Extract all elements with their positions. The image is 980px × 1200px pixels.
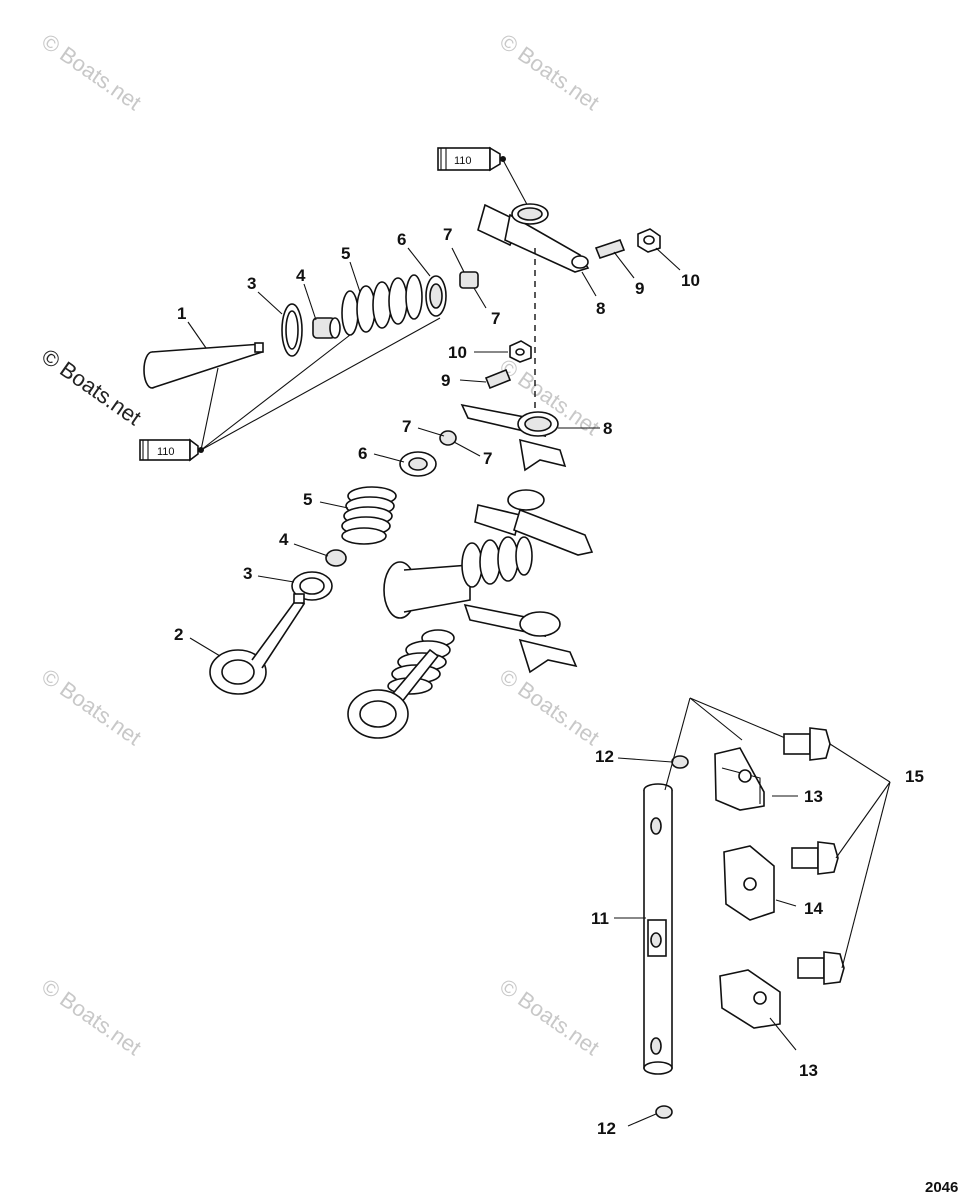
bolt-15-b <box>791 841 839 875</box>
assembled-rocker-lower <box>463 603 578 674</box>
callout-8: 8 <box>596 299 605 318</box>
watermark: © Boats.net <box>495 974 604 1061</box>
callout-8: 8 <box>603 419 612 438</box>
seal-4-middle <box>325 549 347 567</box>
sealant-leader-lines <box>200 159 531 451</box>
figure-number: 2046 <box>925 1179 958 1196</box>
callout-7: 7 <box>483 449 492 468</box>
watermark: © Boats.net <box>495 29 604 116</box>
callout-9: 9 <box>635 279 644 298</box>
callout-7: 7 <box>443 225 452 244</box>
callout-4: 4 <box>279 530 289 549</box>
clip-13-lower <box>719 969 781 1029</box>
bracket-14 <box>723 845 775 921</box>
callout-labels: 1 3 4 5 6 7 7 8 9 10 10 9 8 7 7 6 5 4 3 … <box>174 225 924 1138</box>
callout-4: 4 <box>296 266 306 285</box>
assembled-valve-spring-lower <box>347 629 455 739</box>
nut-10-middle <box>509 340 532 363</box>
callout-leaders <box>187 247 891 1127</box>
callout-10: 10 <box>681 271 700 290</box>
callout-1: 1 <box>177 304 186 323</box>
callout-12: 12 <box>595 747 614 766</box>
watermark: © Boats.net <box>37 664 146 751</box>
rocker-arm-8-middle <box>460 403 567 472</box>
clip-13-upper <box>714 747 765 811</box>
plug-12-top <box>671 755 689 769</box>
watermark: © Boats.net <box>495 664 604 751</box>
callout-7: 7 <box>402 417 411 436</box>
callout-3: 3 <box>247 274 256 293</box>
assembled-rocker-upper <box>474 489 594 556</box>
callout-2: 2 <box>174 625 183 644</box>
bolt-15-a <box>783 727 831 761</box>
bolt-15-c <box>797 951 845 985</box>
watermark: © Boats.net <box>37 344 146 431</box>
callout-7: 7 <box>491 309 500 328</box>
valve-2 <box>209 593 306 695</box>
retainer-6-upper <box>425 275 447 317</box>
callout-6: 6 <box>397 230 406 249</box>
nut-10-upper <box>637 228 661 253</box>
keeper-7-middle <box>439 430 457 446</box>
callout-5: 5 <box>303 490 312 509</box>
callout-10: 10 <box>448 343 467 362</box>
retainer-6-middle <box>399 451 437 477</box>
callout-14: 14 <box>804 899 823 918</box>
callout-13: 13 <box>804 787 823 806</box>
washer-3-middle <box>291 571 333 601</box>
keeper-7-upper <box>459 271 479 289</box>
valve-1 <box>143 342 264 389</box>
plug-12-bottom <box>655 1105 673 1119</box>
watermark: © Boats.net <box>37 974 146 1061</box>
sealant-tube-top: 110 <box>437 146 506 172</box>
assembled-valve-spring-upper <box>383 536 533 619</box>
shaft-leader-lines <box>664 697 791 791</box>
adjust-screw-9-middle <box>484 368 512 390</box>
sealant-tube-left: 110 <box>139 438 204 462</box>
callout-3: 3 <box>243 564 252 583</box>
callout-6: 6 <box>358 444 367 463</box>
washer-3-upper <box>281 303 303 357</box>
callout-11: 11 <box>591 909 609 928</box>
rocker-arm-8-upper <box>477 203 590 273</box>
spring-5-middle <box>341 486 397 545</box>
sealant-tube-label: 110 <box>454 155 472 167</box>
sealant-tube-label: 110 <box>157 446 175 458</box>
watermark: © Boats.net <box>37 29 146 116</box>
callout-12: 12 <box>597 1119 616 1138</box>
callout-5: 5 <box>341 244 350 263</box>
callout-13: 13 <box>799 1061 818 1080</box>
rocker-shaft-11 <box>643 783 673 1075</box>
spring-5-upper <box>341 274 423 336</box>
seal-4-upper <box>312 317 341 339</box>
callout-15: 15 <box>905 767 924 786</box>
callout-9: 9 <box>441 371 450 390</box>
adjust-screw-9-upper <box>594 239 626 259</box>
